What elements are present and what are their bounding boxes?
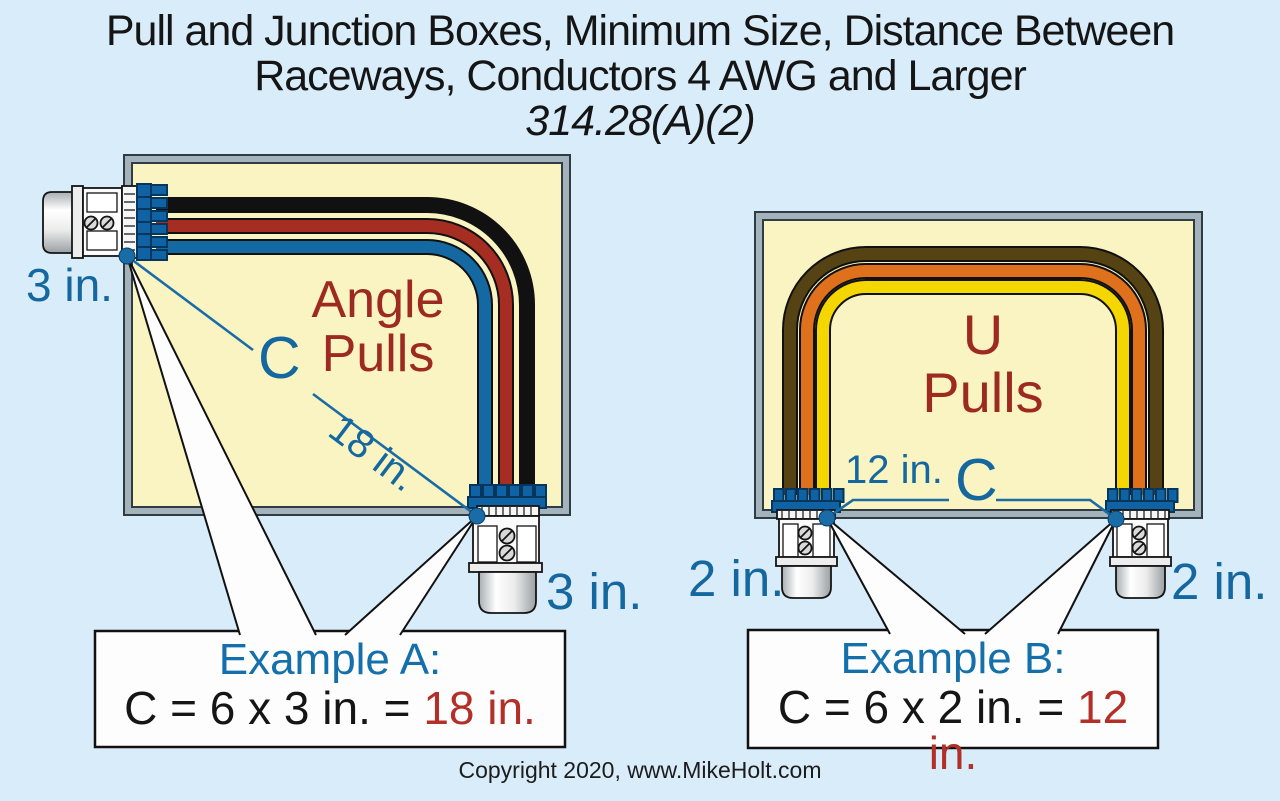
code-reference: 314.28(A)(2) [525,97,755,145]
conductor-orange [801,265,1145,495]
fitting-flange [775,556,838,567]
u-pull-conductors [782,246,1164,495]
right-span-distance-label: 12 in. [845,448,943,492]
example-b-title: Example B: [840,634,1066,683]
locknut [771,488,845,513]
conduit-pipe [42,191,77,254]
screw-icon [498,527,516,545]
title-line-2: Raceways, Conductors 4 AWG and Larger [254,52,1027,100]
raceway-dot-top-left [118,247,136,265]
screw-icon [1131,525,1147,541]
example-a-box [93,629,567,749]
conduit-pipe [1115,565,1166,599]
copyright-notice: Copyright 2020, www.MikeHolt.com [458,757,822,783]
left-c-label: C [258,325,301,391]
example-a-formula: C = 6 x 3 in. = 18 in. [124,682,536,734]
screw-icon [1131,540,1147,556]
angle-pulls-heading: Angle Pulls [311,271,445,383]
conductor-red [156,220,512,492]
raceway-dot-right-box-right [1107,510,1125,528]
conductor-black [156,197,535,492]
threaded-ring [121,185,138,259]
locknut [467,484,547,509]
threaded-ring [476,505,540,517]
conduit-fitting-bottom-left-box [467,484,547,614]
distance-c-line-right [826,498,1117,521]
raceway-dot-right-box-left [818,509,836,527]
u-pulls-heading: U Pulls [922,303,1044,424]
example-a-title: Example A: [218,635,442,684]
screw-icon [797,540,813,556]
page-title: Pull and Junction Boxes, Minimum Size, D… [0,9,1280,144]
angle-pull-conductors [156,197,535,492]
fitting-flange [1109,556,1172,567]
screw-icon [99,215,115,231]
conductor-olive [784,248,1162,495]
fitting-flange [468,562,543,573]
screw-icon [83,215,99,231]
example-b-result: 12 in. [928,681,1129,779]
fitting-flange [71,185,84,259]
callout-wedges [126,255,1117,636]
title-line-1: Pull and Junction Boxes, Minimum Size, D… [105,7,1175,55]
right-left-raceway-size-label: 2 in. [688,550,785,607]
left-top-raceway-size-label: 3 in. [26,259,113,311]
left-bottom-raceway-size-label: 3 in. [546,563,643,620]
locknut [1105,488,1179,513]
locknut [136,183,168,261]
conduit-fitting-top-left [42,183,168,261]
conductor-blue [156,241,491,492]
conduit-pipe [781,565,832,599]
example-a-result: 18 in. [423,682,536,734]
distance-c-line-left [126,254,478,518]
example-b-formula: C = 6 x 2 in. = 12 in. [777,681,1129,779]
conduit-fitting-right-box-left [771,488,845,599]
right-right-raceway-size-label: 2 in. [1171,553,1268,610]
conduit-fitting-right-box-right [1105,488,1179,599]
conduit-pipe [478,571,537,614]
raceway-dot-bottom-left-box [468,507,486,525]
right-c-label: C [955,447,998,513]
screw-icon [498,544,516,562]
conductor-yellow [817,281,1129,495]
raceway-dots [118,247,1125,528]
screw-icon [797,525,813,541]
